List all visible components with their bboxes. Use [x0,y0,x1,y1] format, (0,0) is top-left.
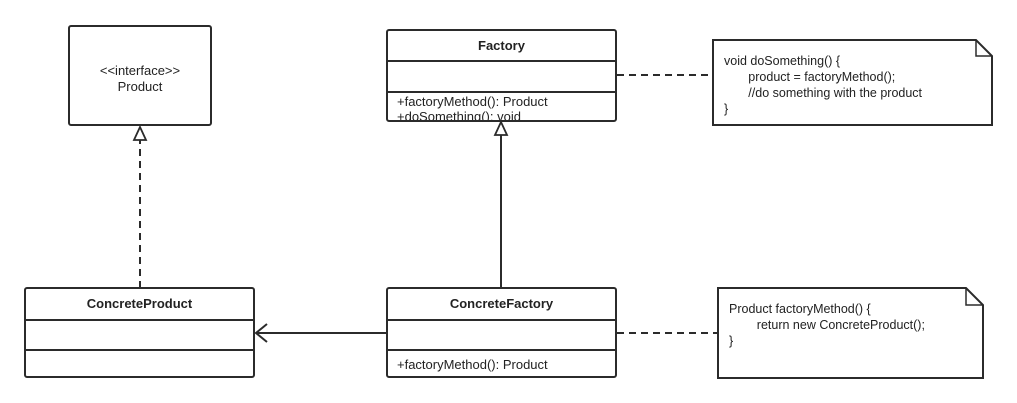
interface-product-box[interactable]: <<interface>> Product [68,25,212,126]
concrete-product-class-name: ConcreteProduct [86,296,193,311]
interface-stereotype: <<interface>> [99,63,181,78]
note-factory-text: void doSomething() { product = factoryMe… [724,54,923,116]
factory-attributes-compartment [388,60,615,91]
concrete-factory-attributes-compartment [388,319,615,349]
realization-edge [132,124,148,288]
note-shape-factory [712,39,993,126]
concrete-factory-class-box[interactable]: ConcreteFactory +factoryMethod(): Produc… [386,287,617,378]
concrete-product-operations-compartment [26,349,253,351]
concrete-factory-operation: +factoryMethod(): Product [397,357,548,372]
concrete-product-attributes-compartment [26,319,253,349]
interface-name: Product [117,79,163,94]
concrete-factory-operations-compartment: +factoryMethod(): Product [388,349,615,372]
factory-operation: +factoryMethod(): Product [397,94,548,109]
concrete-product-class-box[interactable]: ConcreteProduct [24,287,255,378]
factory-class-box[interactable]: Factory +factoryMethod(): Product +doSom… [386,29,617,122]
note-concrete-factory-text: Product factoryMethod() { return new Con… [729,302,925,348]
note-shape-concrete-factory [717,287,984,379]
factory-operation: +doSomething(): void [397,109,521,120]
dependency-edge [254,323,387,343]
generalization-edge [493,119,509,288]
factory-operations-compartment: +factoryMethod(): Product +doSomething()… [388,91,615,120]
concrete-factory-class-name: ConcreteFactory [449,296,554,311]
factory-class-name: Factory [478,38,525,53]
